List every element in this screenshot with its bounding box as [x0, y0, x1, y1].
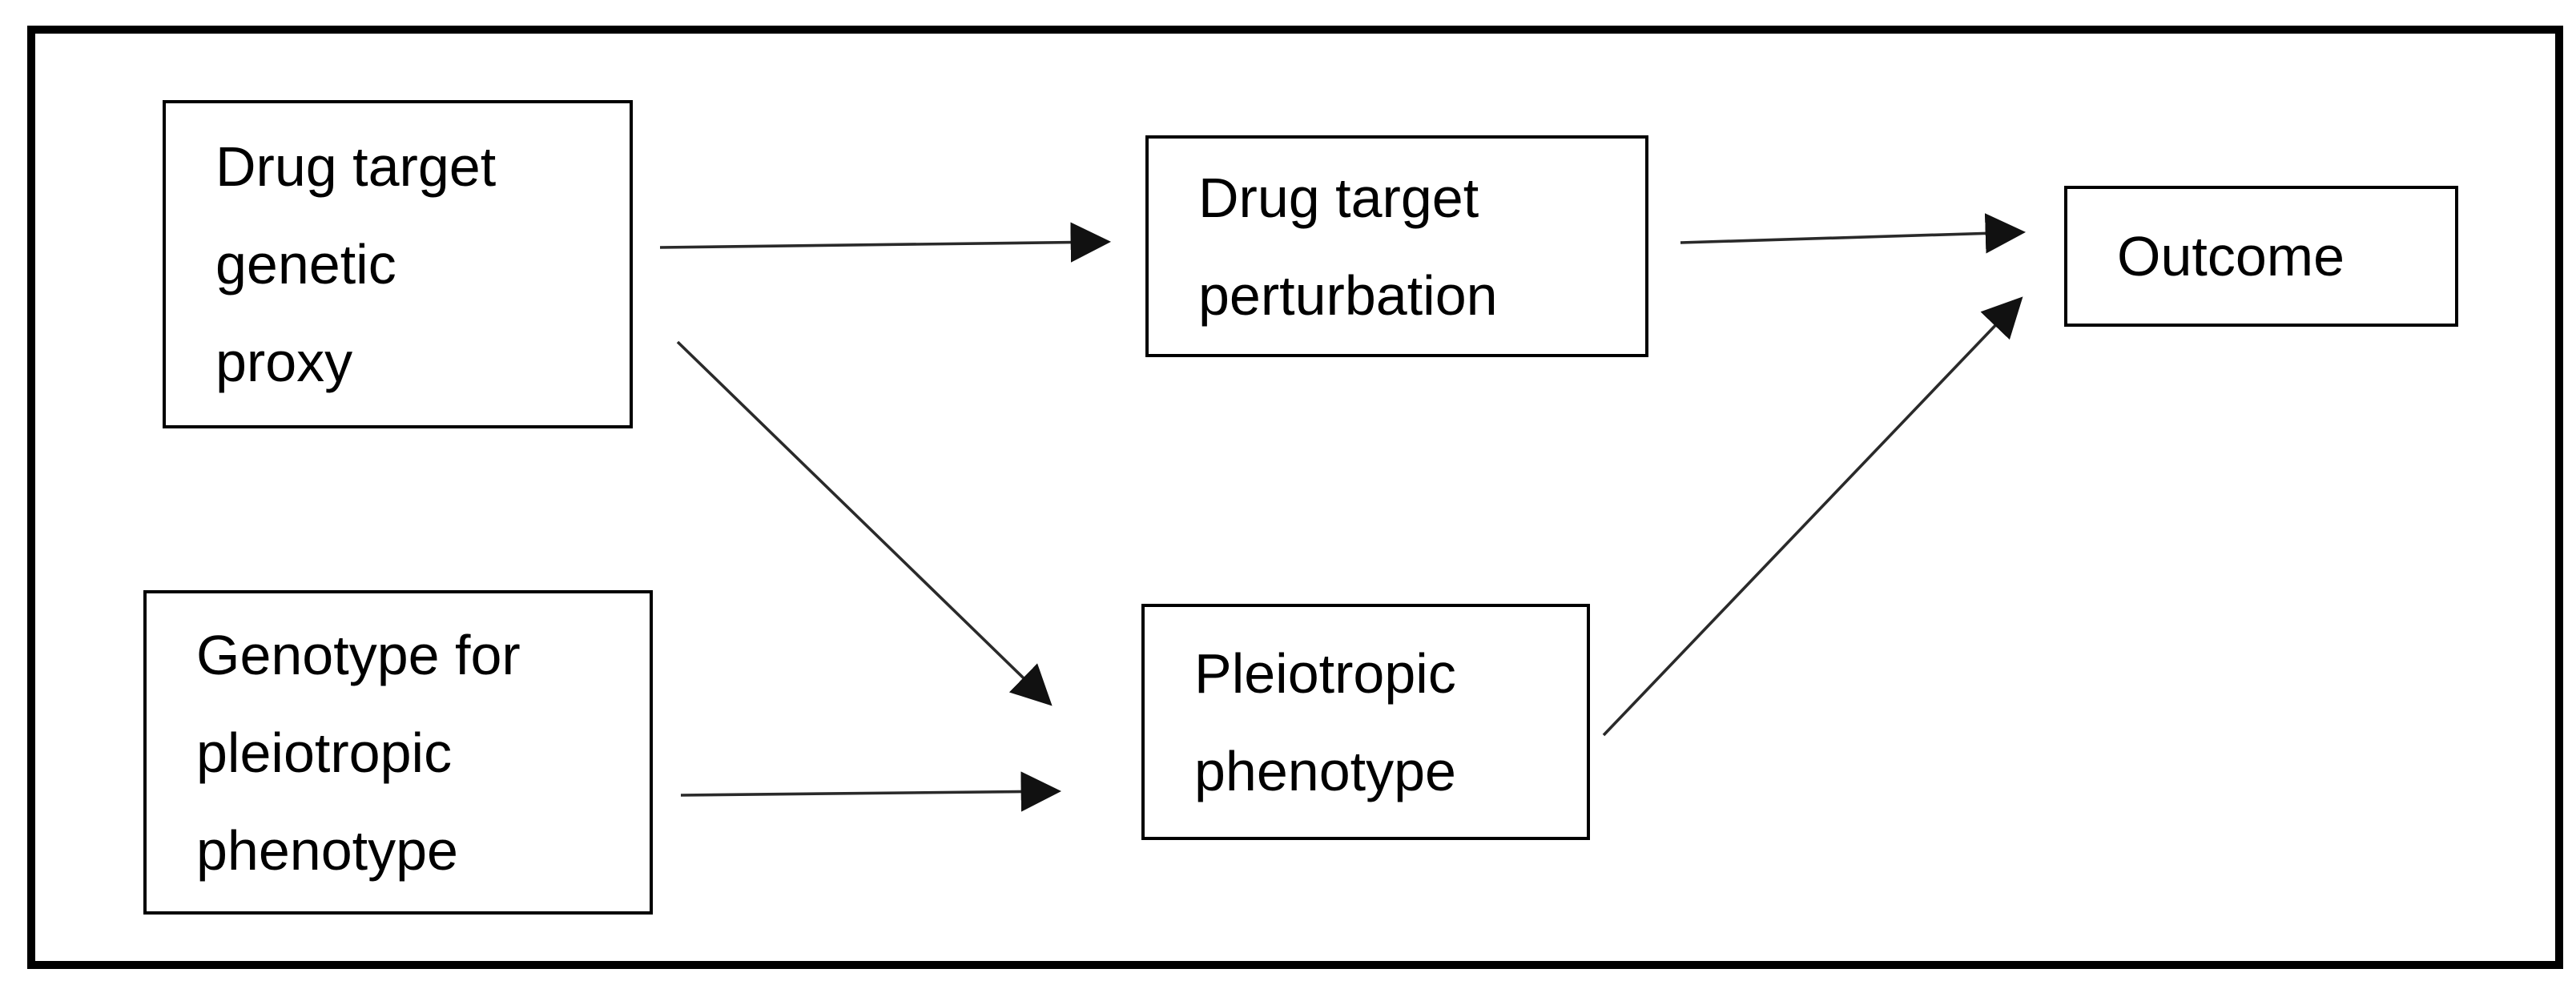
node-pleiotropic-phenotype: Pleiotropic phenotype — [1141, 604, 1590, 840]
node-text-line: Outcome — [2117, 225, 2345, 287]
node-text-line: Drug target — [1198, 166, 1479, 229]
node-drug-target-genetic-proxy: Drug target genetic proxy — [163, 100, 633, 428]
diagram-outer-border — [27, 26, 2563, 969]
node-text-line: Genotype for — [196, 623, 521, 686]
node-outcome: Outcome — [2064, 186, 2458, 327]
node-drug-target-perturbation: Drug target perturbation — [1145, 135, 1648, 357]
node-text-line: Drug target — [215, 135, 497, 198]
node-text-line: phenotype — [1194, 739, 1456, 802]
node-text-line: proxy — [215, 331, 353, 393]
node-text-line: pleiotropic — [196, 721, 453, 784]
node-text-line: genetic — [215, 233, 396, 295]
node-text-line: phenotype — [196, 818, 458, 882]
node-text-line: Pleiotropic — [1194, 641, 1456, 705]
node-genotype-for-pleiotropic-phenotype: Genotype for pleiotropic phenotype — [143, 590, 653, 915]
node-text-line: perturbation — [1198, 263, 1498, 327]
